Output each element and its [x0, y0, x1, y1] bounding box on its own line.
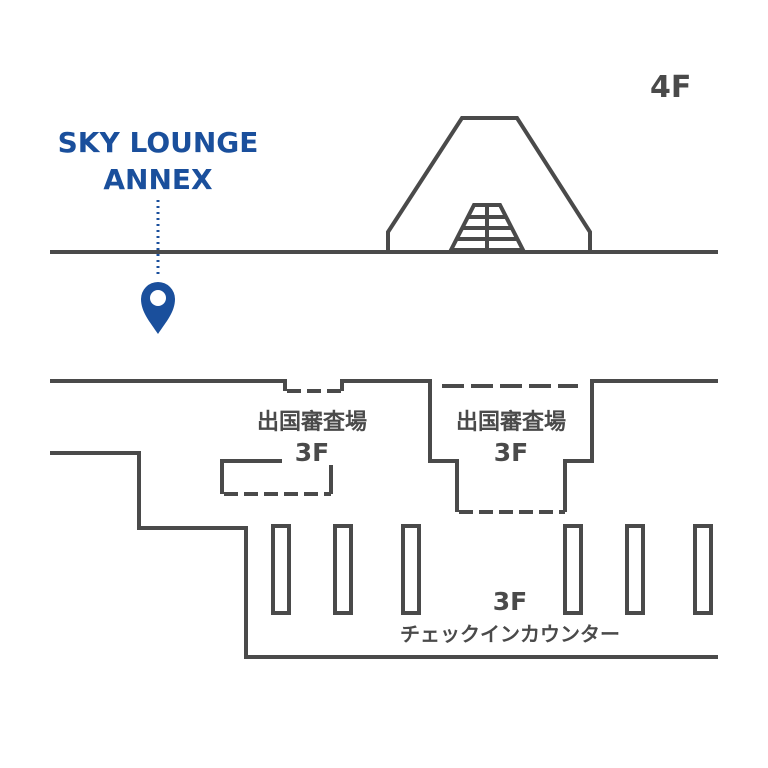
floor-4f-label: 4F — [650, 70, 692, 105]
checkin-floor: 3F — [492, 587, 528, 616]
counter — [693, 524, 713, 615]
escalator-hall-outline — [386, 116, 592, 252]
escalator-icon — [447, 203, 527, 252]
3f-lower-wall — [50, 451, 718, 659]
checkin-counters — [271, 524, 713, 615]
immigration-right-name: 出国審査場 — [455, 410, 566, 435]
3f-upper-wall-mid — [340, 379, 459, 512]
map-pin-icon[interactable] — [141, 282, 175, 334]
counter — [625, 524, 645, 615]
sky-lounge-annex-label[interactable]: SKY LOUNGE ANNEX — [40, 124, 276, 198]
checkin-label: 3F チェックインカウンター — [370, 586, 650, 650]
counter — [563, 524, 583, 615]
immigration-left-box — [220, 459, 282, 494]
immigration-left-name: 出国審査場 — [256, 410, 367, 435]
immigration-left-floor: 3F — [294, 438, 330, 467]
immigration-right-floor: 3F — [493, 438, 529, 467]
counter — [401, 524, 421, 615]
checkin-name: チェックインカウンター — [400, 622, 620, 646]
counter — [271, 524, 291, 615]
3f-upper-wall-right — [563, 379, 718, 512]
immigration-left-label: 出国審査場 3F — [232, 408, 392, 468]
3f-upper-wall — [50, 379, 287, 391]
immigration-right-label: 出国審査場 3F — [431, 408, 591, 468]
annex-line2: ANNEX — [103, 163, 213, 196]
counter — [333, 524, 353, 615]
annex-line1: SKY LOUNGE — [57, 126, 259, 159]
